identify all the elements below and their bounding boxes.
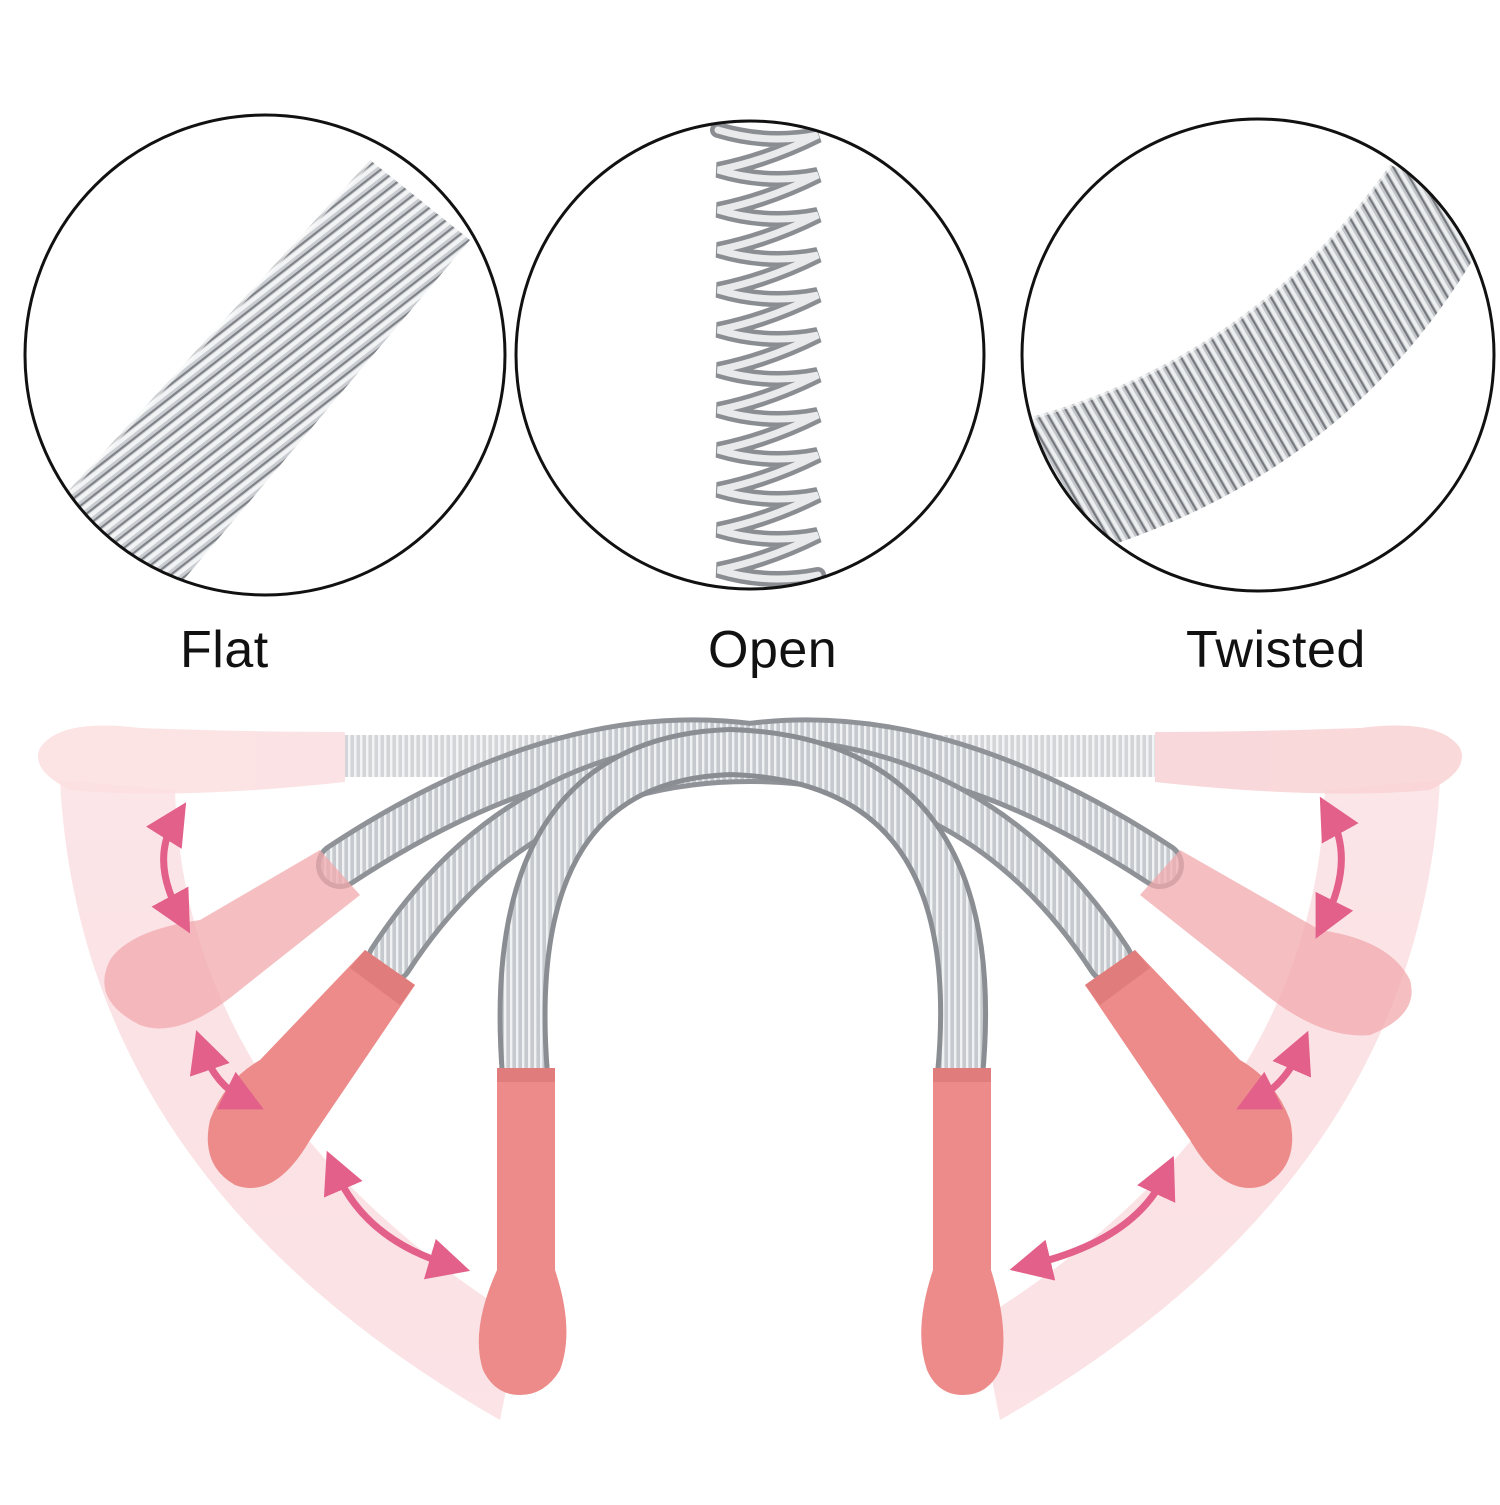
handle-right-faded [1140, 850, 1412, 1036]
handle-left-middle [207, 950, 415, 1188]
handle-right-inner [921, 1068, 1004, 1395]
handle-left-inner [478, 1068, 567, 1395]
rotate-arrow-icon [189, 1030, 264, 1110]
rotate-arrows [146, 796, 1359, 1281]
rotate-arrow-icon [146, 802, 191, 934]
open-spring-closeup [514, 119, 986, 591]
spring-inner [497, 726, 989, 1100]
label-twisted: Twisted [1186, 621, 1366, 679]
handle-left-faded [104, 850, 361, 1029]
twisted-spring-closeup [1020, 117, 1496, 593]
label-open: Open [708, 621, 838, 679]
rotate-arrow-icon [1236, 1030, 1312, 1110]
rotate-arrow-icon [323, 1150, 471, 1280]
label-flat: Flat [180, 621, 269, 679]
handle-right-middle [1085, 950, 1293, 1188]
flat-spring-closeup [23, 113, 507, 597]
rotate-arrow-icon [1009, 1155, 1176, 1281]
rotate-arrow-icon [1315, 796, 1359, 939]
